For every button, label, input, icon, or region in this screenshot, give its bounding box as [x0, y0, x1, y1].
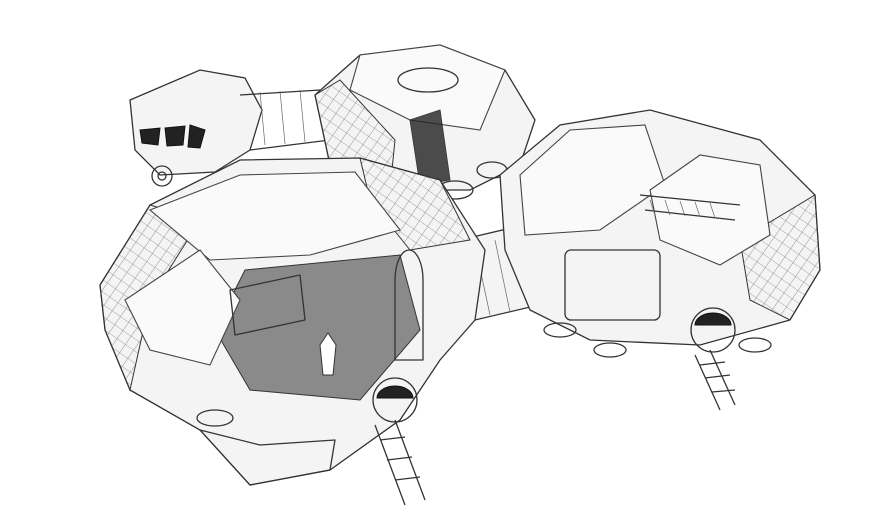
main-habitat-module: [99, 157, 486, 506]
right-dome-module: [499, 109, 821, 411]
landing-feet: [196, 322, 772, 427]
